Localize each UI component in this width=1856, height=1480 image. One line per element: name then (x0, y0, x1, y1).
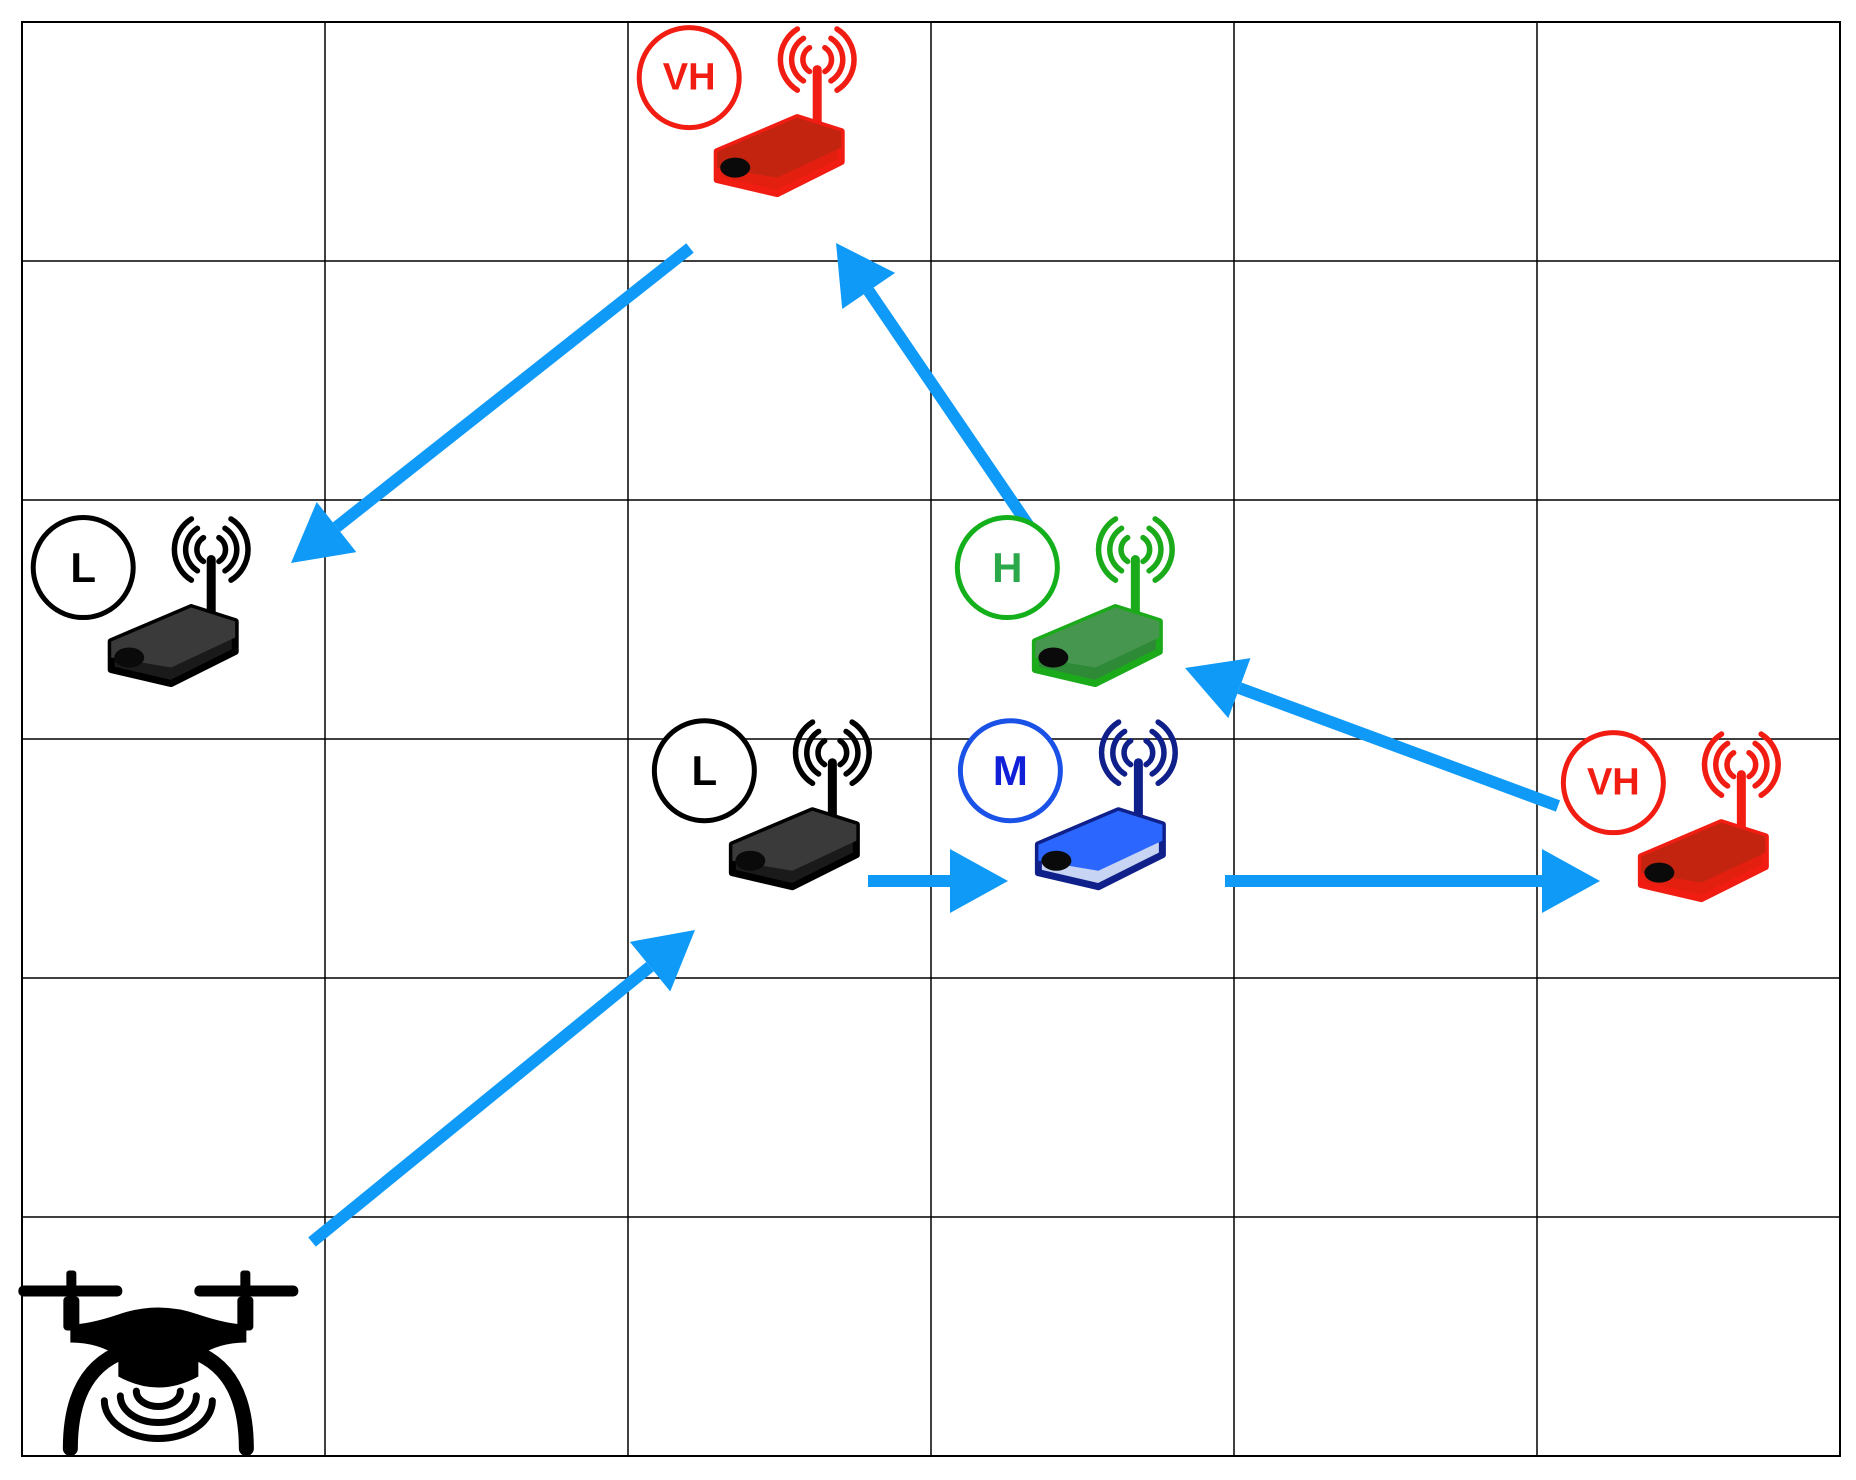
badge-ring (954, 515, 1060, 621)
priority-badge: H (954, 515, 1060, 621)
priority-badge: L (651, 718, 757, 824)
signal-waves-icon (792, 719, 872, 787)
badge-label: H (992, 544, 1022, 591)
sensor-device-icon (107, 604, 239, 688)
signal-waves-icon (171, 516, 251, 583)
sensor-node-l: L (30, 515, 251, 688)
badge-ring (30, 515, 136, 621)
sensor-device-icon (1034, 807, 1166, 891)
arrowhead (950, 849, 1008, 913)
sensor-node-l: L (651, 718, 872, 891)
arrowhead (291, 501, 357, 563)
sensor-device-icon (1637, 819, 1769, 903)
sensor-device-icon (713, 114, 845, 198)
badge-label: M (993, 747, 1028, 794)
antenna-icon (792, 719, 872, 846)
priority-badge: VH (1560, 730, 1666, 836)
badge-label: VH (1587, 762, 1640, 804)
sensor-device-icon (728, 807, 860, 891)
arrowhead (1185, 658, 1251, 719)
badge-ring (636, 25, 742, 131)
path-arrow (868, 849, 1008, 913)
camera-signal (100, 1397, 216, 1442)
sensor-node-vh: VH (1560, 730, 1781, 903)
path-arrow (308, 930, 695, 1247)
badge-label: L (692, 747, 718, 794)
path-arrow (291, 243, 694, 563)
sensor-nodes: VH L H L M VH (30, 25, 1781, 903)
badge-label: VH (663, 57, 716, 99)
sensor-device-icon (1031, 604, 1163, 688)
path-arrow (836, 243, 1057, 564)
priority-badge: M (957, 718, 1063, 824)
arrowhead (629, 930, 695, 992)
drone-icon (18, 1270, 299, 1456)
priority-badge: VH (636, 25, 742, 131)
priority-badge: L (30, 515, 136, 621)
signal-waves-icon (777, 26, 857, 93)
path-arrow (1225, 849, 1600, 913)
badge-label: L (70, 544, 96, 591)
sensor-node-m: M (957, 718, 1178, 891)
signal-waves-icon (1701, 731, 1781, 799)
signal-waves-icon (1095, 516, 1175, 583)
sensor-node-h: H (954, 515, 1175, 688)
flight-path (291, 243, 1600, 1247)
drone-layer (18, 1270, 299, 1456)
sensor-node-vh: VH (636, 25, 857, 198)
badge-ring (957, 718, 1063, 824)
badge-ring (1560, 730, 1666, 836)
camera-signal (116, 1392, 200, 1426)
signal-waves-icon (1098, 719, 1178, 787)
badge-ring (651, 718, 757, 824)
path-arrow (1185, 658, 1561, 812)
camera-signal (132, 1387, 184, 1410)
arrowhead (836, 243, 896, 309)
arrowhead (1542, 849, 1600, 913)
grid (21, 21, 1841, 1457)
